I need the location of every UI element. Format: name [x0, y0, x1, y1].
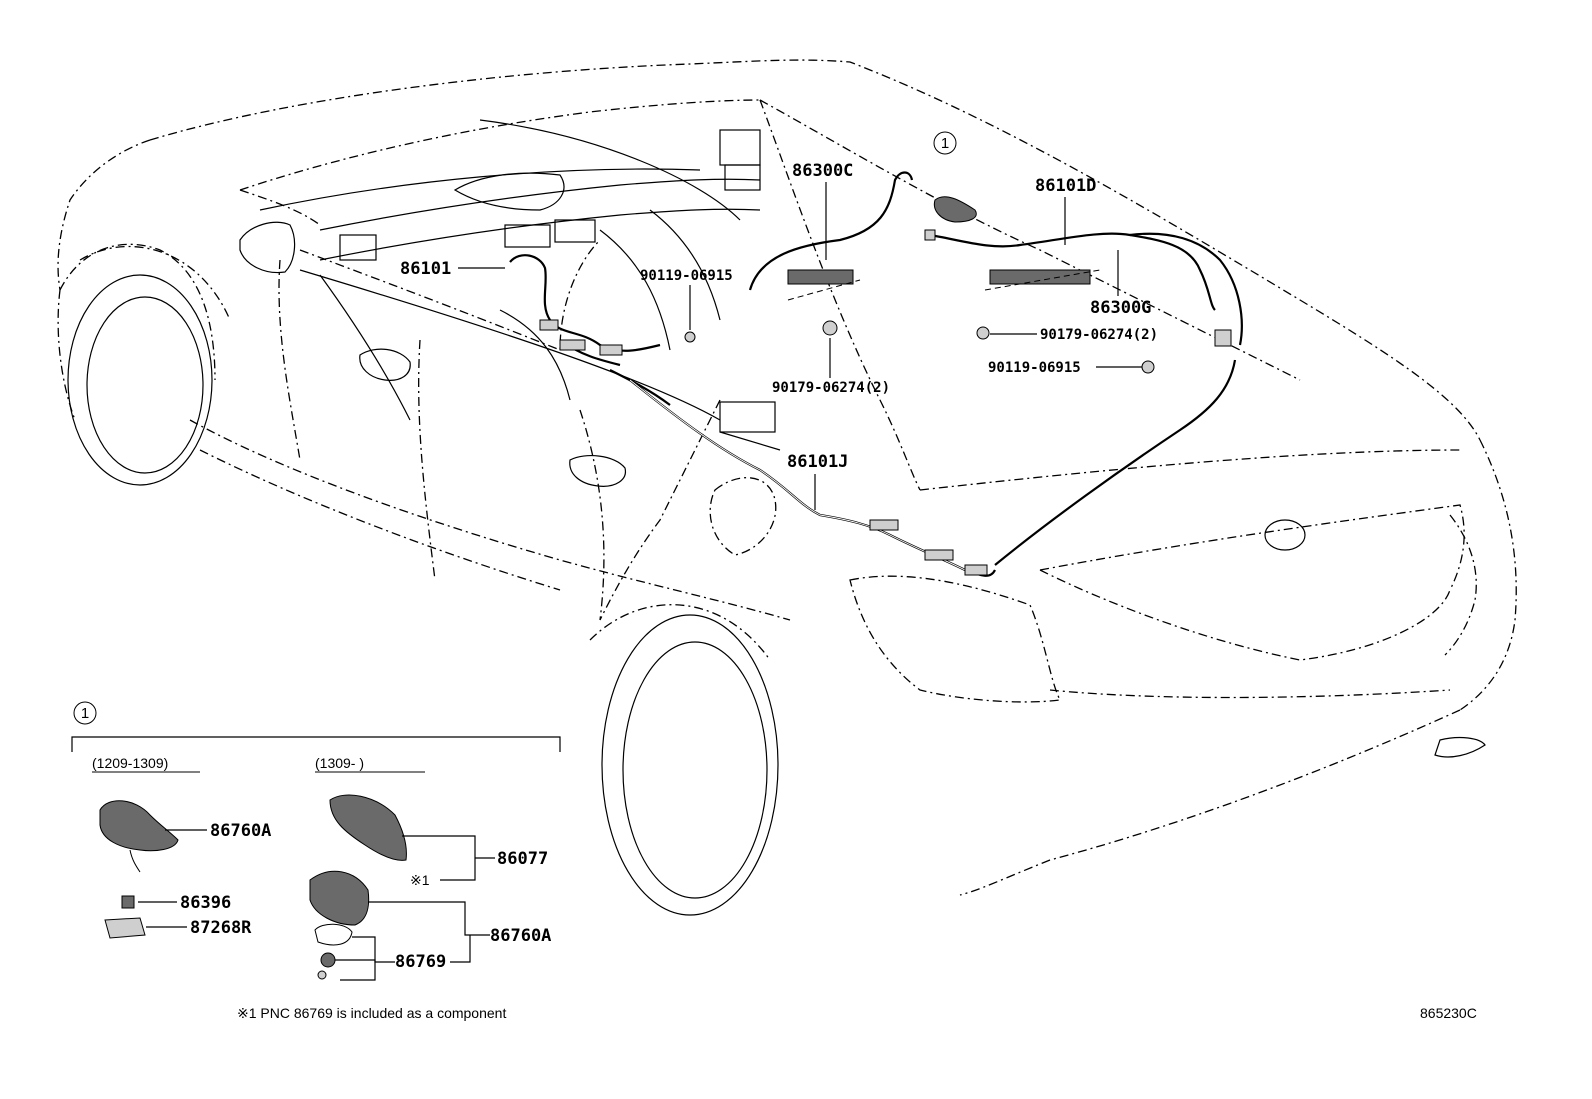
label-86101D: 86101D	[1035, 176, 1096, 196]
range-right: (1309- )	[315, 755, 364, 771]
detail-marker: 1	[81, 705, 89, 722]
amplifier-86300G	[924, 229, 1243, 347]
label-86300C: 86300C	[792, 161, 853, 181]
fasteners	[684, 320, 1155, 374]
label-87268R: 87268R	[190, 918, 252, 938]
cable-86101J	[629, 359, 1237, 577]
detail-ref-marker: 1	[941, 135, 949, 152]
part-86769-nut	[320, 952, 336, 968]
label-86101J: 86101J	[787, 452, 848, 472]
label-86760A-right: 86760A	[490, 926, 551, 946]
shark-fin-location: 1	[933, 131, 977, 223]
part-86769-gasket	[314, 923, 353, 946]
part-86077	[329, 794, 407, 861]
label-86077: 86077	[497, 849, 548, 869]
label-90119-06915-a: 90119-06915	[640, 268, 733, 284]
footnote: ※1 PNC 86769 is included as a component	[237, 1005, 506, 1021]
diagram-id: 865230C	[1420, 1005, 1477, 1021]
part-87268R	[104, 917, 146, 939]
label-86101: 86101	[400, 259, 451, 279]
ref-mark: ※1	[410, 872, 430, 888]
label-90179-06274-a: 90179-06274(2)	[1040, 327, 1158, 343]
harness-86101	[509, 254, 671, 406]
car-body-outline	[57, 59, 1517, 916]
callouts: 86300C 86101D 86101 90119-06915 86300G 9…	[400, 161, 1158, 510]
label-86760A-left: 86760A	[210, 821, 271, 841]
part-86760A-old	[99, 800, 179, 852]
detail-section: 1 (1209-1309) (1309- ) 86760A 86396 8726…	[71, 701, 561, 981]
amplifier-86300C	[748, 171, 914, 301]
label-90179-06274-b: 90179-06274(2)	[772, 380, 890, 396]
interior-outline	[259, 119, 781, 451]
part-86760A-new	[309, 870, 370, 926]
range-left: (1209-1309)	[92, 755, 168, 771]
part-86396	[121, 895, 135, 909]
label-86769: 86769	[395, 952, 446, 972]
label-90119-06915-b: 90119-06915	[988, 360, 1081, 376]
label-86396: 86396	[180, 893, 231, 913]
label-86300G: 86300G	[1090, 298, 1151, 318]
